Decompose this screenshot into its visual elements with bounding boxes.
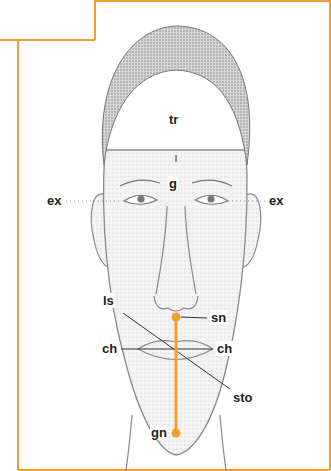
landmark-label: gn [150,425,168,440]
eyes [66,180,266,204]
landmark-label: sn [210,310,227,325]
measurement-line [172,313,181,438]
landmark-label: ex [46,193,62,208]
face-outline [104,150,248,455]
landmark-label: g [168,176,178,191]
nose [154,206,198,311]
landmark-label: ch [216,341,233,356]
landmark-label: ex [268,193,284,208]
hair [102,26,249,165]
landmark-label: ls [102,293,115,308]
landmark-label: sto [232,390,254,405]
landmark-label: ch [101,341,118,356]
landmark-label: tr [168,112,179,127]
